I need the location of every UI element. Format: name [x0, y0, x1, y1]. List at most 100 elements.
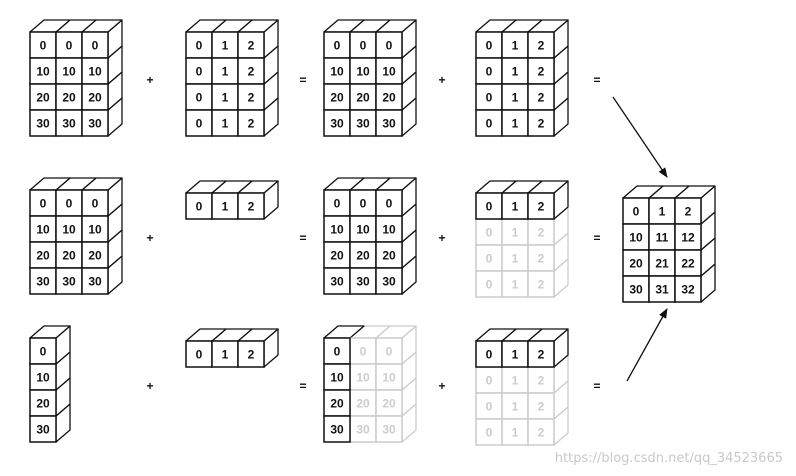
cell-box: [211, 109, 239, 137]
cell-box: [527, 244, 555, 272]
cell-value: 2: [538, 226, 545, 240]
cell-box: [349, 215, 377, 243]
cell-box: [674, 197, 702, 225]
cell-value: 20: [88, 91, 102, 105]
cell-value: 20: [356, 397, 370, 411]
cell-value: 2: [538, 39, 545, 53]
cell-box: [185, 340, 213, 368]
cell-value: 20: [356, 249, 370, 263]
cell-value: 30: [330, 275, 344, 289]
cell-value: 10: [382, 65, 396, 79]
cell-box: [527, 270, 555, 298]
cell-value: 2: [538, 252, 545, 266]
cell-value: 0: [196, 348, 203, 362]
cell-value: 30: [330, 117, 344, 131]
cell-box: [475, 340, 503, 368]
cell-box: [527, 340, 555, 368]
cell-value: 1: [222, 200, 229, 214]
arrow-top: [612, 96, 668, 178]
cell-value: 0: [334, 345, 341, 359]
cell-value: 0: [486, 226, 493, 240]
cell-value: 0: [66, 39, 73, 53]
equals-sign: =: [299, 73, 306, 87]
cell-value: 0: [486, 39, 493, 53]
cell-box: [527, 392, 555, 420]
cell-value: 22: [681, 257, 695, 271]
cell-value: 2: [248, 91, 255, 105]
cell-value: 1: [512, 65, 519, 79]
cell-value: 20: [356, 91, 370, 105]
operator-layer: +=+=+=+=+=+=: [146, 73, 600, 393]
cell-value: 10: [356, 371, 370, 385]
cell-value: 0: [196, 200, 203, 214]
cell-box: [323, 415, 351, 443]
cell-value: 0: [486, 348, 493, 362]
cell-value: 0: [386, 39, 393, 53]
cell-value: 0: [40, 39, 47, 53]
cell-value: 1: [512, 278, 519, 292]
cell-box: [237, 192, 265, 220]
cell-value: 2: [685, 205, 692, 219]
cell-box: [29, 415, 57, 443]
cell-value: 1: [512, 348, 519, 362]
cell-value: 21: [655, 257, 669, 271]
cell-box: [375, 83, 403, 111]
cell-box: [185, 57, 213, 85]
cell-value: 20: [36, 397, 50, 411]
cell-value: 20: [629, 257, 643, 271]
cell-box: [323, 241, 351, 269]
cell-value: 1: [512, 91, 519, 105]
cell-box: [674, 249, 702, 277]
cell-box: [475, 218, 503, 246]
cell-value: 0: [486, 400, 493, 414]
plus-sign: +: [146, 379, 153, 393]
cell-box: [29, 267, 57, 295]
cell-value: 1: [512, 200, 519, 214]
cell-value: 0: [40, 345, 47, 359]
cell-value: 20: [330, 91, 344, 105]
equals-sign: =: [299, 379, 306, 393]
cell-value: 30: [382, 117, 396, 131]
cell-box: [349, 83, 377, 111]
cell-box: [349, 109, 377, 137]
cell-box: [349, 241, 377, 269]
cell-value: 1: [512, 400, 519, 414]
cell-box: [475, 366, 503, 394]
cell-box: [501, 83, 529, 111]
cell-value: 1: [222, 39, 229, 53]
cell-box: [375, 415, 403, 443]
cell-value: 2: [538, 400, 545, 414]
cell-value: 2: [248, 348, 255, 362]
cell-box: [375, 337, 403, 365]
cell-value: 0: [486, 374, 493, 388]
cell-value: 2: [538, 278, 545, 292]
cell-box: [55, 57, 83, 85]
cell-box: [527, 418, 555, 446]
cell-value: 0: [40, 197, 47, 211]
cell-box: [527, 83, 555, 111]
cell-value: 30: [629, 283, 643, 297]
cell-box: [29, 389, 57, 417]
cell-value: 30: [356, 423, 370, 437]
cell-value: 1: [512, 226, 519, 240]
cell-value: 0: [486, 65, 493, 79]
cell-value: 0: [92, 39, 99, 53]
cell-value: 20: [36, 91, 50, 105]
cell-value: 12: [681, 231, 695, 245]
cell-box: [237, 83, 265, 111]
cell-box: [55, 189, 83, 217]
cell-value: 1: [512, 252, 519, 266]
cell-box: [475, 244, 503, 272]
cell-box: [674, 275, 702, 303]
cell-box: [375, 389, 403, 417]
arrow-layer: [612, 96, 668, 382]
plus-sign: +: [146, 231, 153, 245]
cell-value: 1: [222, 65, 229, 79]
